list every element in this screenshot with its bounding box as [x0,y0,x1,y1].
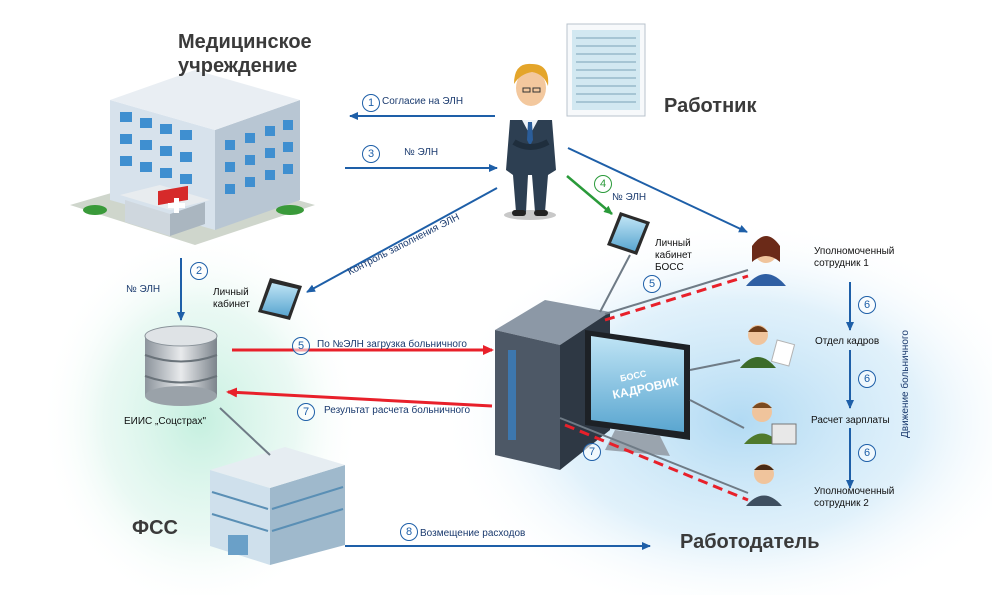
monitor-icon [585,330,690,456]
sick-leave-document-icon [566,23,646,117]
dash-server-employee2 [564,423,749,502]
step-1-badge: 1 [362,94,380,112]
hospital-building-icon [70,70,315,245]
employee-1-icon [746,236,786,286]
consent-label: Согласие на ЭЛН [382,96,464,107]
step-3-badge: 3 [362,145,380,163]
worker-person-icon [504,63,556,220]
reimburse-label: Возмещение расходов [420,528,526,539]
link-monitor-hr [689,359,741,371]
link-monitor-payroll [689,399,745,429]
fss-building-icon [210,447,345,565]
upload-label: По №ЭЛН загрузка больничного [317,339,467,350]
employee-payroll-icon [744,402,797,445]
step-8-badge: 8 [400,523,418,541]
employer-title: Работодатель [680,531,820,553]
boss-cabinet-label: Личный кабинет БОСС [655,238,692,273]
result-label: Результат расчета больничного [324,405,471,416]
eln-number-label-4: № ЭЛН [612,192,647,203]
step-5-badge-b: 5 [292,337,310,355]
link-db-fss [219,407,271,456]
arrow-worker-to-employee1 [567,147,748,233]
tablet-personal-cabinet-icon [258,278,302,320]
fss-title: ФСС [132,517,178,539]
step-2-badge: 2 [190,262,208,280]
medical-institution-title: Медицинское учреждение [178,31,312,77]
eiis-label: ЕИИС „Соцстрах" [124,416,207,427]
authorized-employee-2-label: Уполномоченный сотрудник 2 [814,486,895,509]
step-5-badge-a: 5 [643,275,661,293]
arrow-control [306,187,498,293]
step-7-badge-b: 7 [583,443,601,461]
step-6-badge-c: 6 [858,444,876,462]
database-icon [144,325,218,406]
eln-number-label-2: № ЭЛН [126,284,161,295]
personal-cabinet-label: Личный кабинет [213,287,250,310]
step-7-badge-a: 7 [297,403,315,421]
authorized-employee-1-label: Уполномоченный сотрудник 1 [814,246,895,269]
dash-server-employee1 [604,274,749,322]
link-server-boss [599,254,631,313]
worker-title: Работник [664,95,757,117]
payroll-label: Расчет зарплаты [811,415,890,426]
sick-leave-flow-label: Движение больничного [900,330,911,438]
arrow-result [226,387,493,408]
employee-2-icon [746,464,782,506]
arrow-eln-to-boss [566,175,613,215]
step-4-badge: 4 [594,175,612,193]
step-6-badge-b: 6 [858,370,876,388]
hr-department-label: Отдел кадров [815,336,880,347]
step-6-badge-a: 6 [858,296,876,314]
tablet-boss-cabinet-icon [607,212,650,255]
eln-number-label-3: № ЭЛН [404,147,439,158]
employee-hr-icon [740,325,796,368]
